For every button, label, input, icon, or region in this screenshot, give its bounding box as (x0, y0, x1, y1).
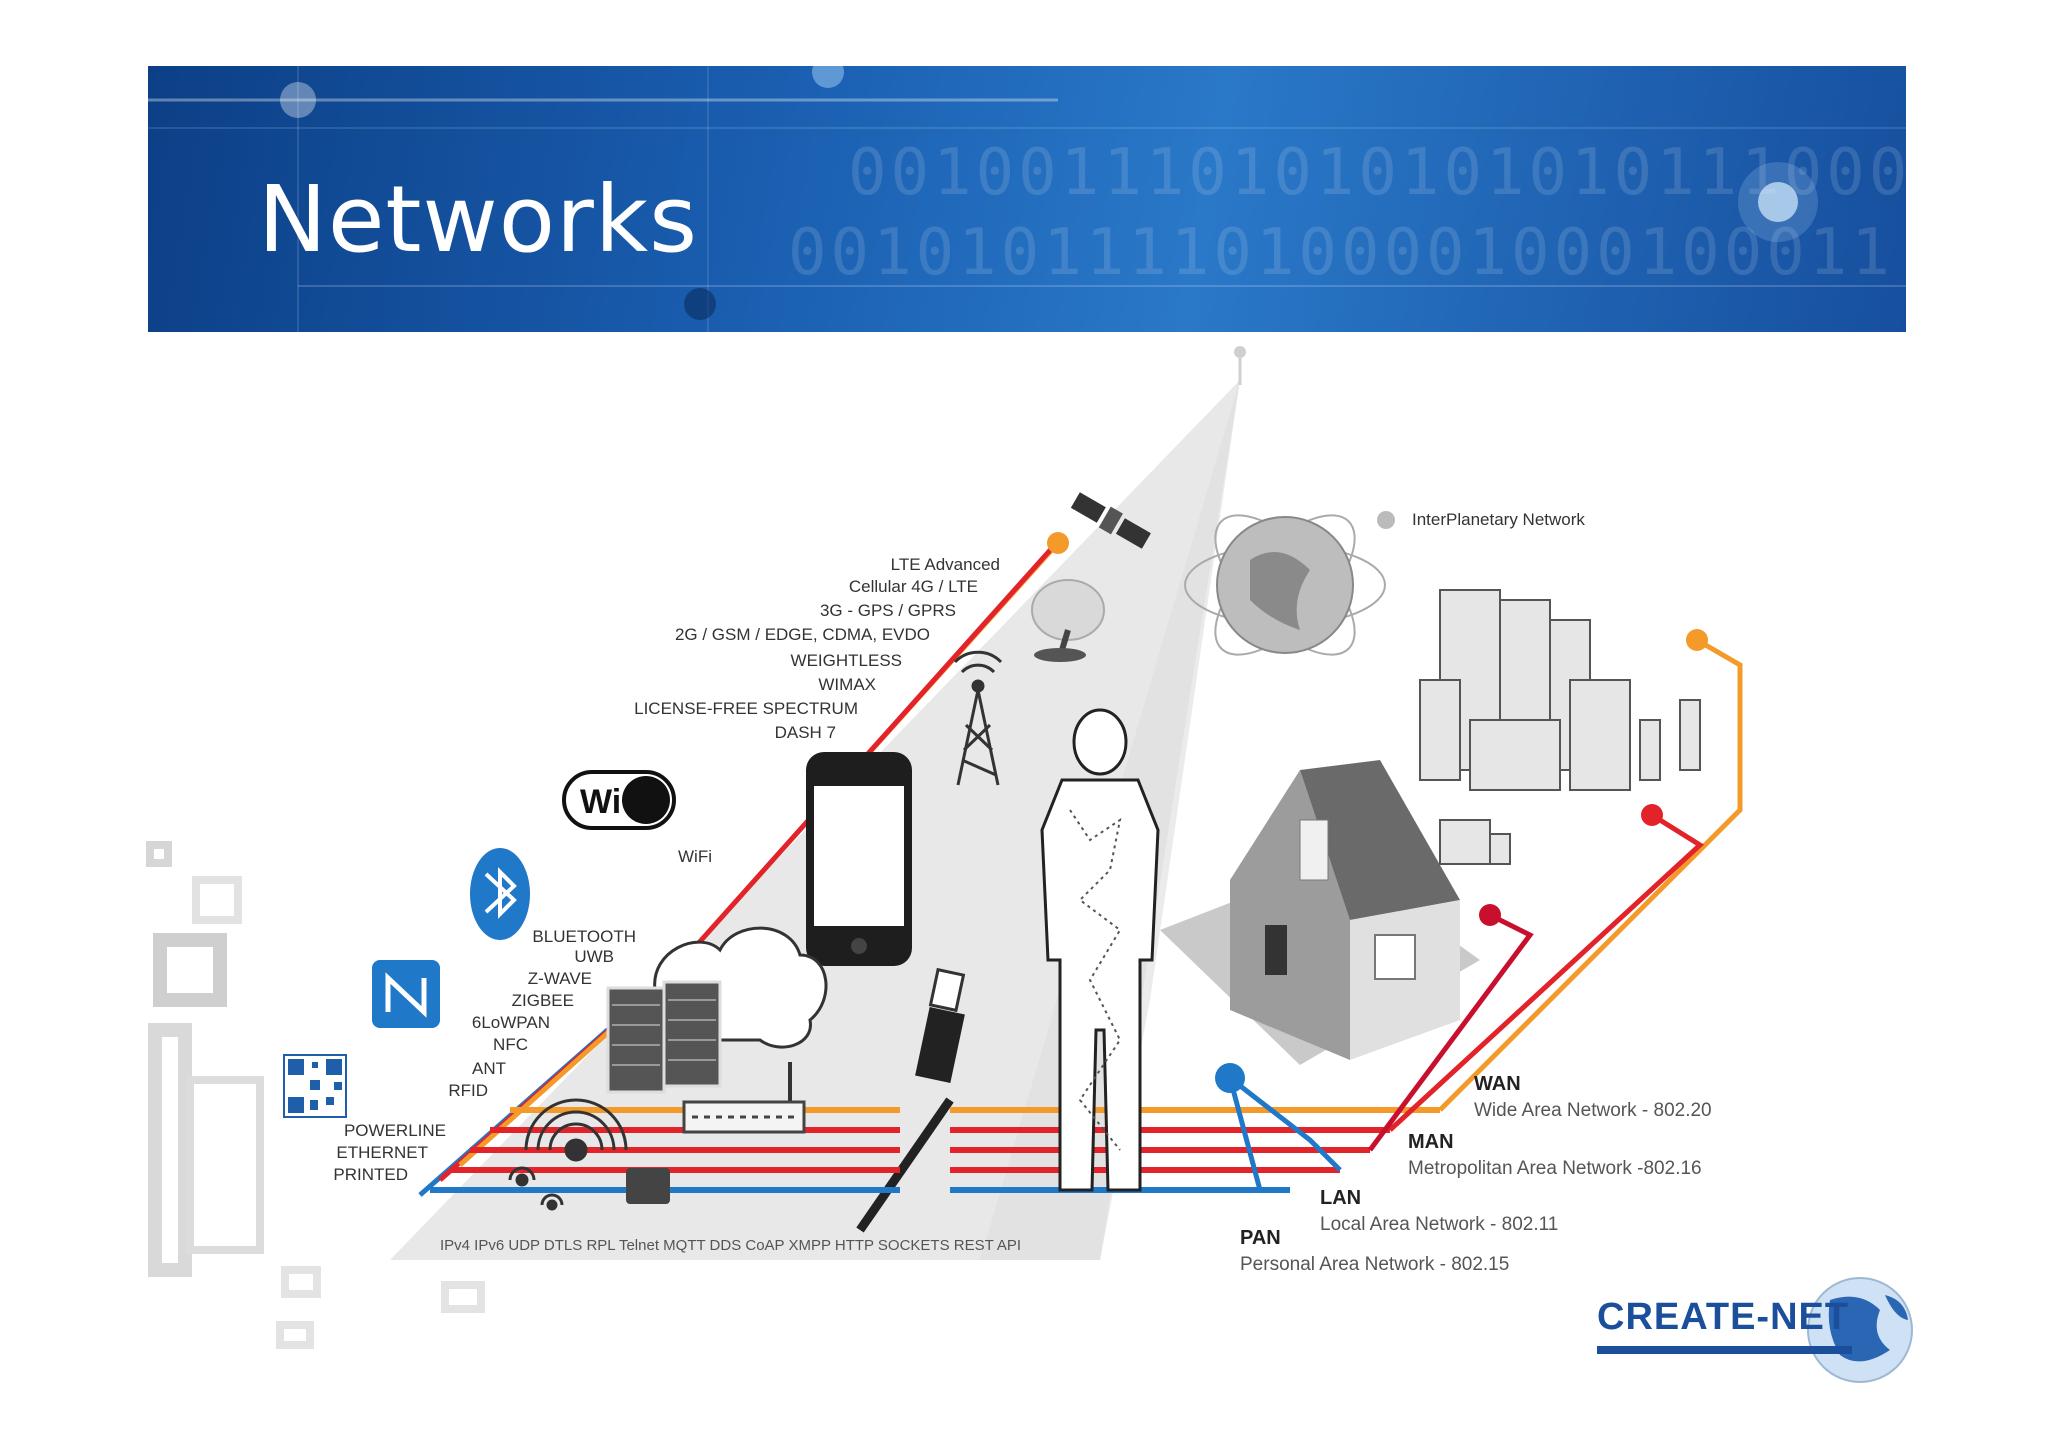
globe-network-icon (1184, 511, 1395, 656)
short-range-label: Z-WAVE (528, 969, 592, 988)
banner-circuit-lines (148, 66, 1906, 332)
wan-endpoint-dot (1686, 629, 1708, 651)
wired-label: PRINTED (333, 1165, 408, 1184)
lan-name: Local Area Network - 802.11 (1320, 1214, 1558, 1235)
title-banner: 0010011101010101010111000010 00101011110… (148, 66, 1906, 332)
short-range-label: BLUETOOTH (532, 927, 636, 946)
page-title: Networks (258, 166, 699, 273)
short-range-label: ANT (472, 1059, 506, 1078)
antenna-tip (1234, 346, 1246, 358)
cellular-label: 3G - GPS / GPRS (820, 601, 956, 620)
city-buildings-icon (1419, 589, 1701, 865)
cellular-label: Cellular 4G / LTE (849, 577, 978, 596)
nfc-icon (372, 960, 440, 1028)
cellular-label: DASH 7 (775, 723, 836, 742)
cellular-label: WEIGHTLESS (791, 651, 902, 670)
short-range-label: 6LoWPAN (472, 1013, 550, 1032)
ethernet-cable-icon (915, 967, 966, 1083)
server-rack-icon (606, 980, 722, 1094)
banner-binary-2: 00101011110100001000100011 (788, 216, 1894, 290)
man-endpoint-dot (1641, 804, 1663, 826)
connector-lines (1227, 637, 1743, 1193)
house-icon (1160, 760, 1480, 1065)
wired-labels: POWERLINE ETHERNET PRINTED (333, 1121, 446, 1184)
pan-endpoint-dot (1215, 1063, 1245, 1093)
lte-endpoint-dot (1047, 532, 1069, 554)
smartphone-icon (806, 752, 912, 966)
chip-icon (626, 1168, 670, 1204)
pan-abbr: PAN (1240, 1227, 1281, 1249)
satellite-dish-icon (1031, 579, 1105, 662)
short-range-label: UWB (574, 947, 614, 966)
short-range-label: ZIGBEE (512, 991, 574, 1010)
wifi-label: WiFi (678, 847, 712, 866)
create-net-globe-icon (1807, 1277, 1913, 1383)
wifi-logo: Wi Fi (562, 770, 676, 830)
cell-tower-icon (953, 650, 1003, 786)
short-range-labels: BLUETOOTH UWB Z-WAVE ZIGBEE 6LoWPAN NFC … (448, 927, 636, 1100)
router-icon (682, 1062, 806, 1134)
pan-name: Personal Area Network - 802.15 (1240, 1254, 1509, 1275)
cellular-labels: LTE Advanced Cellular 4G / LTE 3G - GPS … (634, 555, 1000, 742)
short-range-label: RFID (448, 1081, 488, 1100)
satellite-icon (1070, 492, 1151, 549)
man-abbr: MAN (1408, 1131, 1454, 1153)
cellular-label: 2G / GSM / EDGE, CDMA, EVDO (675, 625, 930, 644)
wired-label: POWERLINE (344, 1121, 446, 1140)
cellular-label: LICENSE-FREE SPECTRUM (634, 699, 858, 718)
wan-abbr: WAN (1474, 1073, 1521, 1095)
lan-abbr: LAN (1320, 1187, 1361, 1209)
banner-binary-1: 0010011101010101010111000010 (848, 136, 1906, 210)
wifi-logo-text: Wi Fi (580, 783, 661, 821)
interplanetary-label: InterPlanetary Network (1412, 510, 1585, 529)
man-name: Metropolitan Area Network -802.16 (1408, 1158, 1702, 1179)
network-legend: WAN Wide Area Network - 802.20 MAN Metro… (1240, 1073, 1712, 1275)
person-figure (1040, 708, 1160, 1192)
cellular-label: WIMAX (818, 675, 876, 694)
left-circuit-decoration (146, 841, 485, 1349)
lan-endpoint-dot (1479, 904, 1501, 926)
qr-code-icon (283, 1054, 347, 1118)
cellular-label: LTE Advanced (891, 555, 1000, 574)
radio-waves-icon (508, 1098, 628, 1211)
wan-name: Wide Area Network - 802.20 (1474, 1100, 1712, 1121)
create-net-logo-underline (1597, 1346, 1852, 1354)
short-range-label: NFC (493, 1035, 528, 1054)
wired-label: ETHERNET (336, 1143, 428, 1162)
protocols-label: IPv4 IPv6 UDP DTLS RPL Telnet MQTT DDS C… (440, 1237, 1021, 1254)
bluetooth-icon (470, 848, 530, 940)
create-net-logo: CREATE-NET (1597, 1296, 1850, 1338)
